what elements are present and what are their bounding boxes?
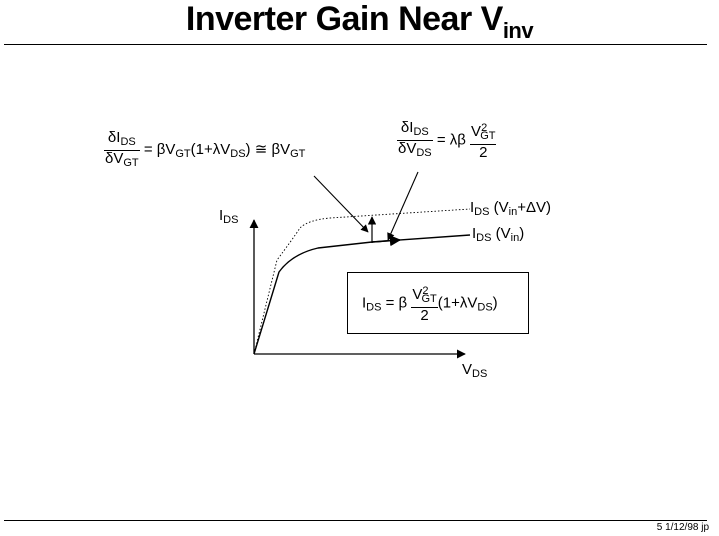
slope-arrow bbox=[371, 235, 402, 247]
curve-label-lower: IDS (Vin) bbox=[472, 225, 525, 245]
fraction-numerator: δIDS bbox=[104, 130, 140, 151]
page-title: Inverter Gain Near Vinv bbox=[0, 0, 719, 50]
fraction-dI-dVGT: δIDS δVGT bbox=[104, 130, 140, 171]
title-main: Inverter Gain Near V bbox=[185, 0, 503, 38]
equation-mid: = λβ bbox=[436, 131, 466, 149]
fraction-numerator: δIDS bbox=[397, 120, 433, 141]
fraction-vgt2-over-2: V2GT 2 bbox=[411, 283, 438, 324]
fraction-vgt2-over-2: V2GT 2 bbox=[470, 120, 497, 161]
curve-vin-plus-dv bbox=[253, 208, 471, 355]
footer-rule bbox=[4, 520, 707, 521]
fraction-denominator: δVGT bbox=[105, 150, 139, 170]
title-rule bbox=[4, 44, 707, 45]
fraction-denominator: 2 bbox=[479, 144, 488, 161]
equation-dI-dVGT: δIDS δVGT = βVGT(1+λVDS) ≅ βVGT bbox=[104, 130, 305, 171]
pointer-left-equation bbox=[313, 175, 369, 233]
title-sub: inv bbox=[502, 18, 534, 43]
equation-rhs: = βVGT(1+λVDS) ≅ βVGT bbox=[143, 141, 306, 161]
curve-vin bbox=[253, 234, 471, 355]
saturation-equation-box bbox=[347, 272, 529, 334]
curve-label-upper: IDS (Vin+ΔV) bbox=[470, 199, 551, 219]
fraction-denominator: 2 bbox=[420, 307, 429, 324]
fraction-numerator: V2GT bbox=[411, 283, 438, 308]
saturation-equation: IDS = β V2GT 2 (1+λVDS) bbox=[362, 283, 498, 324]
pointer-right-equation bbox=[387, 171, 419, 241]
fraction-numerator: V2GT bbox=[470, 120, 497, 145]
equation-dI-dVDS: δIDS δVDS = λβ V2GT 2 bbox=[397, 120, 497, 161]
y-axis-label: IDS bbox=[219, 207, 239, 227]
footer-text: 5 1/12/98 jp bbox=[656, 522, 709, 533]
fraction-dI-dVDS: δIDS δVDS bbox=[397, 120, 433, 161]
fraction-denominator: δVDS bbox=[398, 140, 432, 160]
x-axis-label: VDS bbox=[462, 361, 488, 381]
